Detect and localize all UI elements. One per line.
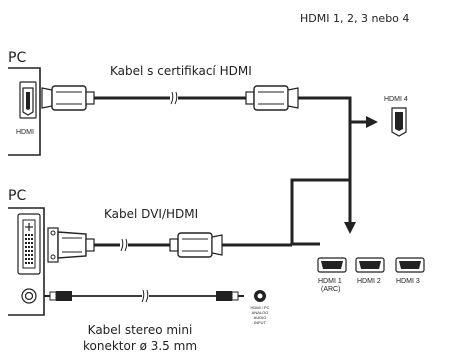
pc-top-title: PC [8,50,26,66]
pc-audio-port-icon [21,288,37,304]
tv-hdmi-ports-row: HDMI 1 (ARC) HDMI 2 HDMI 3 [317,257,425,293]
tv-hdmi1-sublabel: (ARC) [321,286,340,293]
pc-top: PC HDMI [8,50,41,156]
tv-hdmi3-label: HDMI 3 [396,278,420,285]
tv-hdmi3-port-icon [395,257,425,273]
stereo-mini-cable: HDMI / PC ANALOG AUDIO INPUT Kabel stere… [44,289,270,353]
tv-audio-input-label-2: ANALOG [252,310,269,315]
stereo-cable-label-line2: konektor ø 3.5 mm [83,339,197,353]
audio-plug-right-icon [216,291,244,301]
pc-hdmi-port-icon [22,87,34,116]
audio-plug-left-icon [44,291,72,301]
hdmi-plug-right-icon [245,85,299,111]
tv-hdmi4-port-icon [391,107,407,137]
dvi-hdmi-cable-label: Kabel DVI/HDMI [104,207,198,221]
pc-top-port-label: HDMI [16,129,34,136]
tv-hdmi4-label: HDMI 4 [384,96,408,103]
hdmi-plug-left-icon [41,85,95,111]
tv-audio-input-label-3: AUDIO [254,315,267,320]
pc-dvi-port-icon [17,213,41,275]
stereo-cable-label-line1: Kabel stereo mini [88,323,193,337]
tv-hdmi4: HDMI 4 [384,96,408,137]
tv-hdmi1-port-icon [317,257,347,273]
pc-bottom-title: PC [8,188,26,204]
hdmi-cable: Kabel s certifikací HDMI [41,64,299,111]
routing-lines [290,96,378,246]
tv-audio-input-icon [254,290,266,302]
tv-audio-input-label-1: HDMI / PC [250,305,269,310]
dvi-hdmi-cable: Kabel DVI/HDMI [47,207,292,263]
hdmi-cable-label: Kabel s certifikací HDMI [110,64,252,78]
dvi-plug-icon [47,227,95,263]
tv-hdmi1-label: HDMI 1 [318,278,342,285]
tv-audio-input-label-4: INPUT [254,320,267,325]
header-label: HDMI 1, 2, 3 nebo 4 [300,12,409,25]
dvi-hdmi-plug-icon [169,232,223,258]
tv-hdmi2-port-icon [355,257,385,273]
tv-hdmi2-label: HDMI 2 [357,278,381,285]
pc-bottom: PC [8,188,45,316]
